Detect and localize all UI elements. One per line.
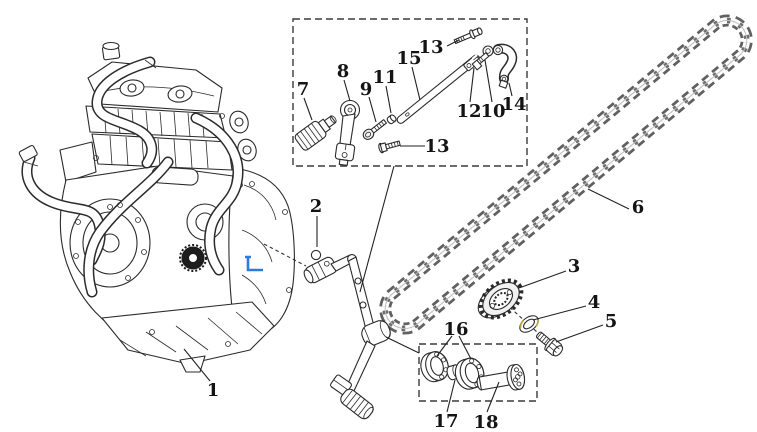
callout-label: 17 — [433, 411, 458, 432]
bearing-exploded-box — [418, 343, 538, 402]
engine-illustration — [18, 41, 295, 373]
drive-chain — [379, 14, 753, 335]
clamp-joint — [303, 256, 338, 284]
linkage-exploded-box — [292, 18, 528, 167]
callout-label: 11 — [372, 67, 397, 88]
bolt-13-bottom — [378, 140, 401, 154]
callout-1: 1 — [183, 348, 220, 401]
callout-13-bottom: 13 — [400, 136, 450, 157]
callout-16: 16 — [436, 319, 472, 360]
shaft-lever-14 — [492, 43, 518, 89]
shift-arm-8 — [334, 99, 361, 166]
engine-mount — [59, 141, 97, 183]
cylinder-block — [91, 133, 233, 171]
callout-5: 5 — [555, 311, 618, 343]
footpeg-rubber — [340, 388, 374, 420]
ball-stud — [310, 249, 322, 261]
callout-18: 18 — [473, 381, 500, 432]
callout-label: 16 — [443, 319, 468, 340]
radiator-hoses — [18, 56, 244, 298]
callout-6: 6 — [587, 188, 645, 218]
lock-washer — [519, 315, 539, 333]
callout-9: 9 — [360, 79, 377, 123]
callout-label: 10 — [480, 101, 505, 122]
callout-label: 4 — [588, 292, 601, 313]
callout-label: 8 — [337, 61, 350, 82]
callout-2: 2 — [310, 196, 323, 247]
pivot-to-box-line — [385, 336, 420, 354]
peg-rubber-7 — [294, 115, 337, 151]
bolt-13-top — [453, 27, 483, 45]
bolt-9 — [362, 119, 387, 140]
callout-12: 12 — [456, 67, 482, 122]
callout-label: 5 — [605, 311, 618, 332]
pivot-barrel — [361, 320, 391, 346]
bearing-16a — [420, 351, 449, 383]
callouts: 1 2 3 4 5 6 7 8 — [183, 37, 645, 432]
callout-label: 14 — [501, 94, 526, 115]
callout-14: 14 — [501, 82, 527, 115]
filler-cap — [101, 41, 121, 61]
blue-pointer-arrow — [245, 255, 263, 272]
callout-label: 15 — [396, 48, 421, 69]
callout-label: 2 — [310, 196, 323, 217]
callout-7: 7 — [297, 79, 313, 121]
front-sprocket — [477, 278, 524, 320]
gearshift-lever-assembly — [303, 249, 391, 420]
callout-label: 9 — [360, 79, 373, 100]
callout-label: 13 — [424, 136, 449, 157]
cylinder-head — [85, 105, 257, 162]
callout-17: 17 — [433, 379, 459, 432]
callout-label: 7 — [297, 79, 310, 100]
callout-15: 15 — [396, 48, 422, 101]
box-to-lever-line — [359, 165, 395, 293]
sprocket-bolt — [535, 331, 564, 357]
engine-output-sprocket — [179, 244, 207, 272]
callout-11: 11 — [372, 67, 398, 114]
callout-8: 8 — [337, 61, 351, 102]
engine-to-lever-dashed — [263, 243, 307, 267]
callout-label: 6 — [632, 197, 645, 218]
callout-label: 18 — [473, 412, 498, 432]
callout-label: 12 — [456, 101, 481, 122]
callout-label: 1 — [207, 380, 220, 401]
hose-spout — [18, 144, 38, 162]
lever-arm — [347, 256, 376, 333]
callout-13-top: 13 — [418, 37, 460, 58]
callout-3: 3 — [518, 256, 581, 289]
callout-label: 3 — [568, 256, 581, 277]
pedal-shaft-18 — [476, 363, 526, 391]
callout-4: 4 — [532, 292, 601, 321]
callout-label: 13 — [418, 37, 443, 58]
nut-11 — [386, 114, 397, 125]
callout-10: 10 — [480, 59, 506, 122]
case-bolts — [93, 113, 255, 347]
